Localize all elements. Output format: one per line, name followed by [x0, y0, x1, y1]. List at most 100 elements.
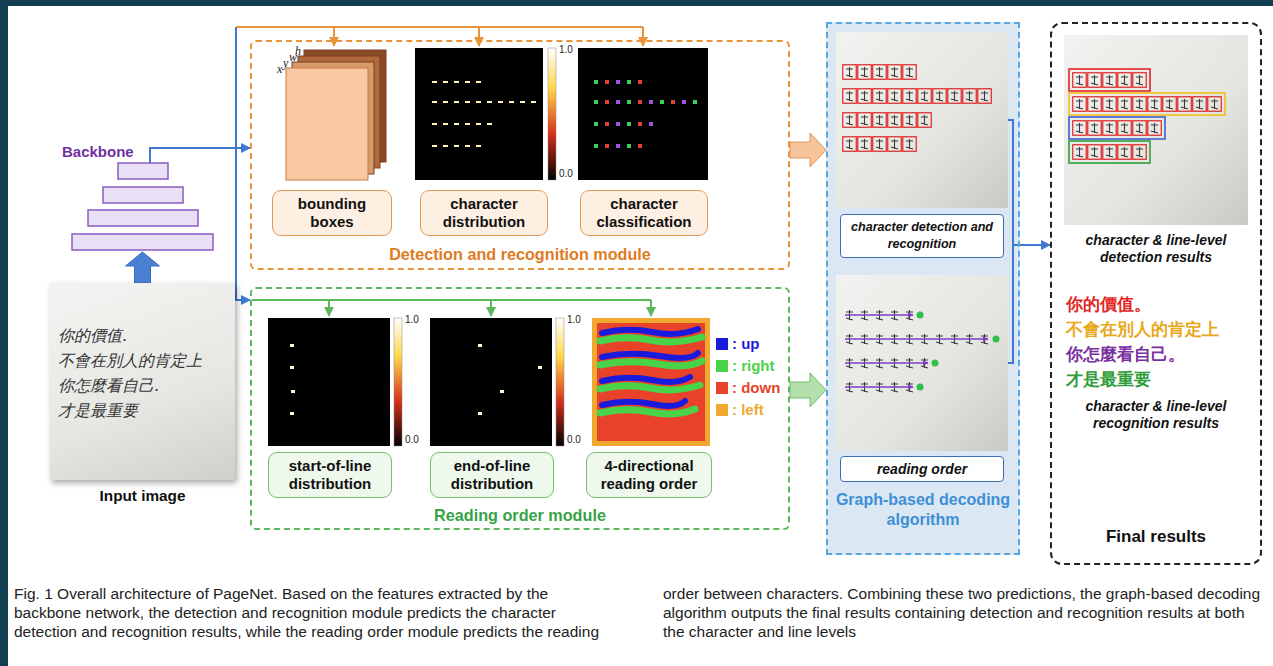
start-of-line-map — [268, 318, 402, 446]
final-result-image-part — [1072, 120, 1162, 136]
detection-result-image-part — [842, 136, 917, 152]
reading-order-image-part-part — [917, 312, 924, 319]
node-label: 4-directional reading order — [595, 457, 703, 493]
box-title: Final results — [1056, 527, 1256, 547]
recognized-line: 才是最重要 — [1066, 369, 1151, 389]
detection-result-image — [836, 32, 1008, 208]
character-distribution-map-part — [430, 80, 485, 84]
final-result-image-part-part — [1069, 69, 1150, 91]
colorbar-tick: 1.0 — [559, 44, 573, 56]
final-result-image-part — [1072, 144, 1147, 160]
reading-order-map-part — [597, 323, 705, 441]
legend-text: : left — [732, 402, 764, 418]
detection-result-image-part — [842, 88, 992, 104]
module-box: Detection and recognition module bounding… — [250, 40, 790, 270]
character-classification-map-part-part — [592, 144, 647, 148]
reading-order-image-part-part — [842, 355, 932, 371]
panel-fill — [826, 22, 1020, 555]
reading-order-image-part-part — [845, 386, 913, 388]
flow-arrow — [790, 373, 826, 407]
final-result-image — [1064, 35, 1248, 225]
legend-text: : right — [732, 358, 775, 374]
bounding-box-stack-part — [286, 68, 368, 180]
recognized-line: 不會在別人的肯定上 — [1066, 319, 1219, 339]
image-caption: Input image — [50, 486, 235, 506]
start-of-line-map-part — [394, 318, 402, 446]
start-of-line-map-part — [290, 344, 295, 415]
reading-order-map-part-part — [600, 409, 695, 414]
result-label-box: reading order — [840, 456, 1004, 482]
backbone-stack — [72, 163, 213, 250]
character-distribution-map-part — [430, 122, 496, 126]
module-title: Detection and recognition module — [250, 243, 790, 265]
reading-order-image-part-part — [842, 331, 992, 347]
start-of-line-map-part — [268, 318, 390, 446]
reading-order-image-part — [842, 379, 917, 395]
final-result-image-part — [1072, 72, 1147, 88]
recognized-line: 你的價值。 — [1066, 294, 1151, 314]
end-of-line-map — [430, 318, 564, 446]
feature-lines-part — [236, 26, 643, 28]
flow-arrow — [150, 148, 250, 300]
axis-letter: x — [277, 62, 282, 76]
output-box: character classification — [580, 190, 708, 236]
backbone-stack-part — [118, 163, 168, 179]
reading-order-map-part-part — [600, 361, 702, 366]
legend-item: : up — [716, 336, 760, 352]
backbone-network: Backbone — [72, 163, 213, 250]
detection-result-image-part — [842, 112, 932, 128]
backbone-stack-part — [103, 187, 183, 203]
colorbar-tick: 0.0 — [405, 434, 419, 446]
recognized-line: 你怎麼看自己。 — [1066, 344, 1185, 364]
reading-order-map-part-part — [600, 385, 700, 390]
reading-order-image-part — [842, 331, 992, 347]
final-result-image-part — [1072, 96, 1222, 112]
start-of-line-map-part-part — [290, 412, 294, 415]
feature-lines-part — [328, 300, 330, 316]
character-classification-map-part — [592, 100, 702, 104]
flow-arrow — [790, 133, 826, 167]
reading-order-image-part — [845, 315, 988, 387]
character-distribution-map-part — [548, 48, 556, 180]
output-box: bounding boxes — [272, 190, 392, 236]
handwritten-line: 才是最重要 — [58, 401, 138, 420]
legend-swatch — [716, 360, 728, 372]
colorbar-tick: 0.0 — [559, 168, 573, 180]
reading-order-image-part — [836, 275, 1008, 451]
character-classification-map-part — [578, 48, 708, 180]
reading-order-map-part-part — [602, 377, 690, 382]
reading-order-image-part-part — [845, 314, 913, 316]
character-distribution-map-part-part — [430, 80, 485, 84]
end-of-line-map-part-part — [500, 390, 504, 393]
handwritten-line: 你的價值. — [58, 326, 127, 345]
start-of-line-map-part-part — [290, 366, 294, 369]
start-of-line-map-part-part — [290, 344, 294, 347]
legend-item: : right — [716, 358, 775, 374]
feature-lines-part — [650, 300, 652, 316]
start-of-line-map-part-part — [291, 390, 295, 393]
feature-lines-part — [478, 27, 480, 46]
character-classification-map-part-part — [592, 80, 647, 84]
node-label: reading order — [871, 461, 973, 478]
final-result-image-part-part — [1072, 144, 1147, 160]
bounding-box-stack — [286, 50, 386, 180]
reading-order-image-part — [842, 307, 917, 323]
reading-order-map — [592, 318, 710, 446]
final-result-image-part — [1064, 35, 1248, 225]
handwritten-line: 你怎麼看自己. — [58, 376, 159, 395]
handwritten-line: 不會在別人的肯定上 — [58, 351, 202, 370]
node-label: character classification — [590, 195, 698, 231]
reading-order-map-part — [600, 329, 702, 414]
result-caption: character & line-level detection results — [1056, 232, 1256, 266]
reading-order-image-part-part — [993, 336, 1000, 343]
final-result-image-part-part — [1069, 93, 1225, 115]
character-classification-map-part-part — [592, 122, 658, 126]
legend-swatch — [716, 404, 728, 416]
detection-result-image-part-part — [842, 88, 992, 104]
legend-item: : left — [716, 402, 764, 418]
reading-order-image-part-part — [842, 379, 917, 395]
final-result-image-part — [1069, 69, 1225, 163]
axis-letter: y — [283, 56, 288, 70]
result-caption: character & line-level recognition resul… — [1056, 398, 1256, 432]
result-label-box: character detection and recognition — [840, 214, 1004, 258]
